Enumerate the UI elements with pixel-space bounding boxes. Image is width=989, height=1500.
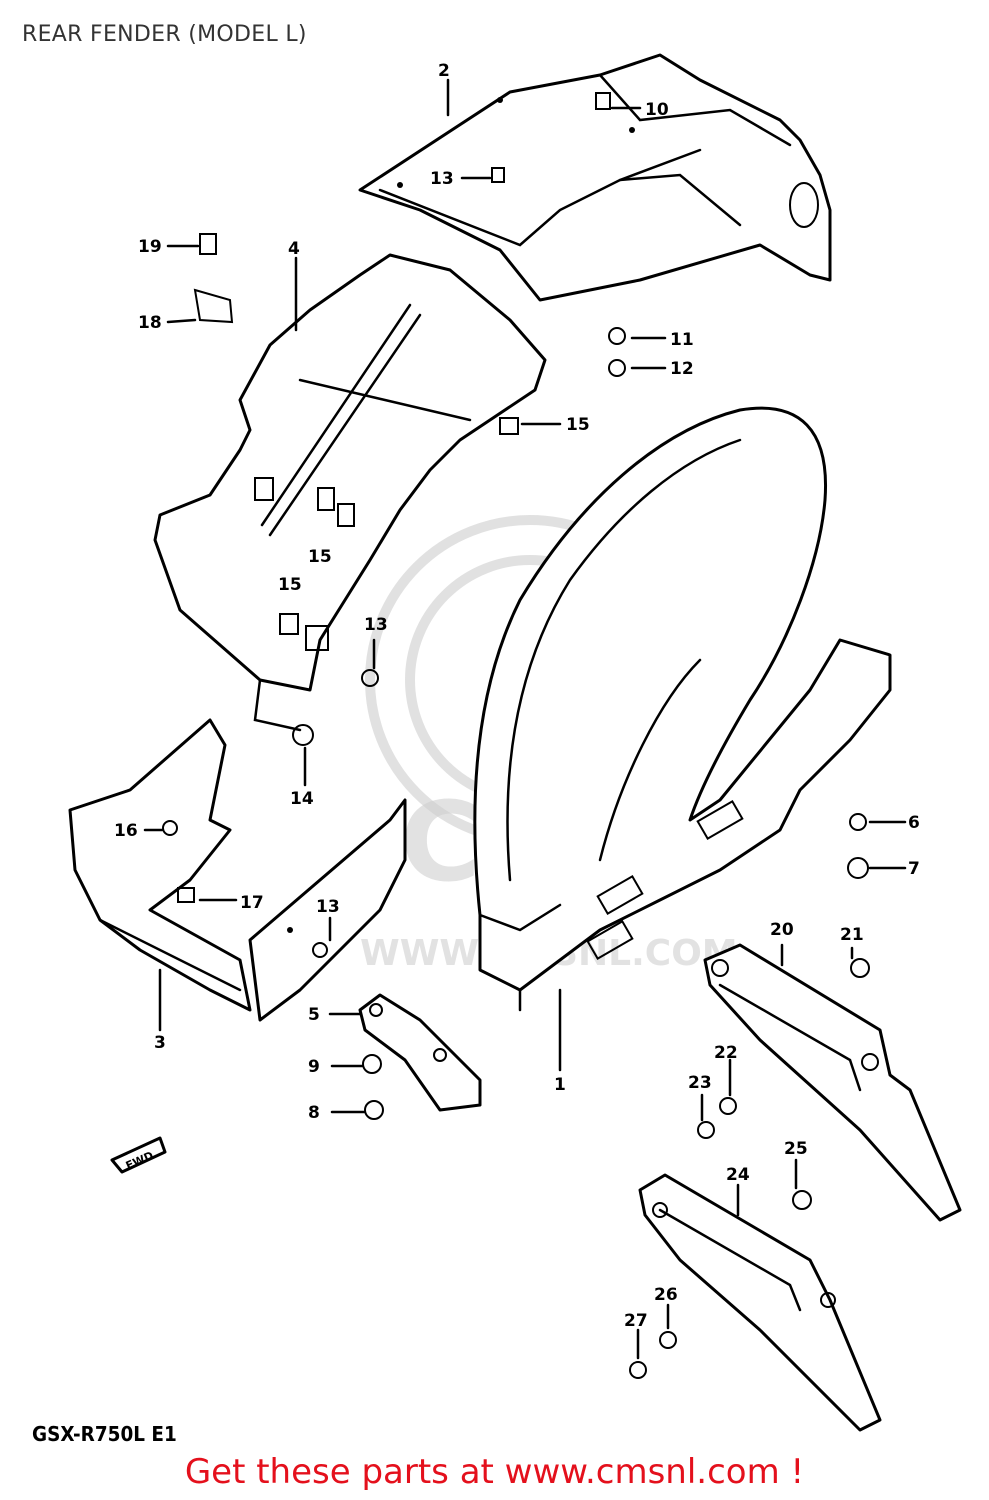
diagram-title: REAR FENDER (MODEL L)	[22, 22, 307, 47]
callout-23: 23	[688, 1073, 712, 1093]
callout-26: 26	[654, 1285, 678, 1305]
callout-19: 19	[138, 237, 162, 257]
callout-7: 7	[908, 859, 920, 879]
callout-1: 1	[554, 1075, 566, 1095]
callout-15: 15	[278, 575, 302, 595]
part-20-plate-bracket[interactable]	[703, 943, 962, 1222]
model-code: GSX-R750L E1	[32, 1422, 177, 1446]
callout-8: 8	[308, 1103, 320, 1123]
callout-6: 6	[908, 813, 920, 833]
callout-9: 9	[308, 1057, 320, 1077]
callout-15: 15	[308, 547, 332, 567]
part-3-splash-guard[interactable]	[68, 718, 252, 1012]
callout-17: 17	[240, 893, 264, 913]
part-5-bracket[interactable]	[358, 993, 482, 1112]
fwd-marker: FWD	[110, 1136, 167, 1174]
callout-24: 24	[726, 1165, 750, 1185]
callout-15: 15	[566, 415, 590, 435]
leader-lines	[143, 78, 907, 1360]
callout-13: 13	[316, 897, 340, 917]
callout-14: 14	[290, 789, 314, 809]
callout-5: 5	[308, 1005, 320, 1025]
callout-22: 22	[714, 1043, 738, 1063]
part-1-rear-fender[interactable]	[473, 406, 892, 1012]
callout-4: 4	[288, 239, 300, 259]
callout-labels: 2 10 13 19 4 18 11 12 15 15 15 13 14 16 …	[114, 61, 920, 1331]
callout-11: 11	[670, 330, 694, 350]
part-24-plate-holder[interactable]	[638, 1173, 882, 1432]
fasteners	[162, 92, 870, 1379]
callout-27: 27	[624, 1311, 648, 1331]
part-4-inner-fender[interactable]	[153, 253, 547, 732]
callout-13: 13	[430, 169, 454, 189]
promo-link[interactable]: Get these parts at www.cmsnl.com !	[184, 1452, 805, 1492]
callout-25: 25	[784, 1139, 808, 1159]
callout-21: 21	[840, 925, 864, 945]
callout-20: 20	[770, 920, 794, 940]
part-2-tail-bracket[interactable]	[358, 53, 832, 302]
callout-13: 13	[364, 615, 388, 635]
callout-3: 3	[154, 1033, 166, 1053]
callout-2: 2	[438, 61, 450, 81]
callout-18: 18	[138, 313, 162, 333]
callout-10: 10	[645, 100, 669, 120]
callout-16: 16	[114, 821, 138, 841]
callout-12: 12	[670, 359, 694, 379]
side-plate[interactable]	[248, 798, 407, 1022]
